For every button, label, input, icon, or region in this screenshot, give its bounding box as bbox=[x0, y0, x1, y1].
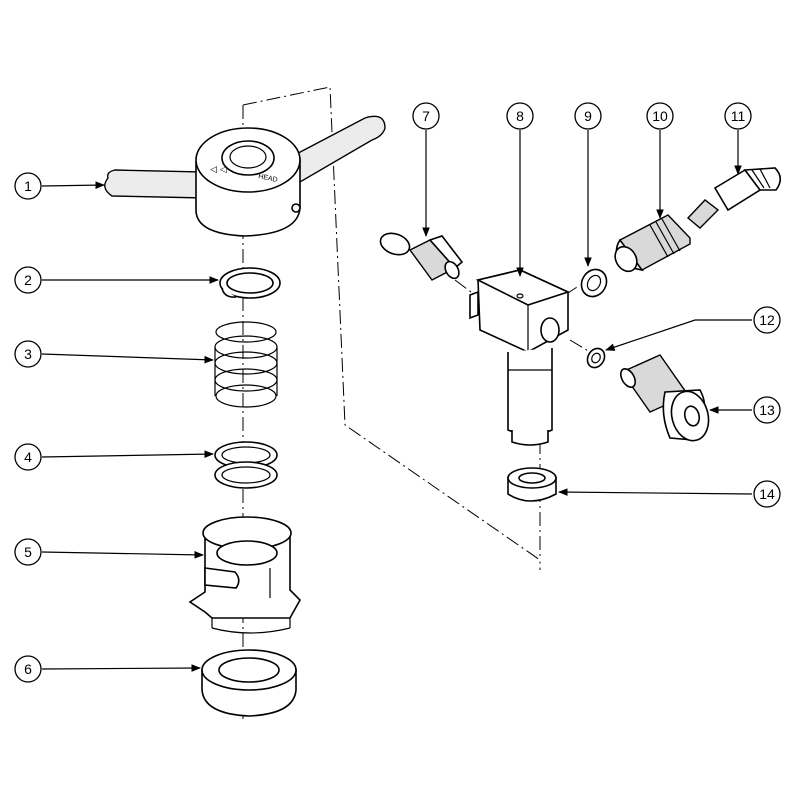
body-block bbox=[469, 269, 571, 446]
callout-11: 11 bbox=[724, 102, 752, 130]
hose-barb bbox=[686, 167, 782, 229]
callout-14: 14 bbox=[753, 480, 781, 508]
callout-5: 5 bbox=[14, 538, 42, 566]
callout-8: 8 bbox=[506, 102, 534, 130]
handle-marking-text: HEAD bbox=[258, 173, 278, 184]
callout-5-label: 5 bbox=[24, 544, 32, 560]
callout-6: 6 bbox=[14, 655, 42, 683]
callout-10-label: 10 bbox=[652, 108, 668, 124]
callout-12: 12 bbox=[753, 306, 781, 334]
coupler-handle: HEAD ◁ ◁ bbox=[104, 115, 386, 237]
callout-1: 1 bbox=[14, 172, 42, 200]
callout-1-label: 1 bbox=[24, 178, 32, 194]
callout-11-label: 11 bbox=[731, 108, 746, 124]
callout-8-label: 8 bbox=[516, 108, 524, 124]
callout-4: 4 bbox=[14, 443, 42, 471]
bottom-washer bbox=[507, 467, 557, 502]
callout-13: 13 bbox=[753, 396, 781, 424]
callout-9-label: 9 bbox=[584, 108, 592, 124]
gas-inlet-fitting bbox=[619, 354, 710, 442]
callout-3: 3 bbox=[14, 340, 42, 368]
callout-7-label: 7 bbox=[422, 108, 430, 124]
check-valve bbox=[379, 232, 464, 281]
callout-6-label: 6 bbox=[24, 661, 32, 677]
callout-9: 9 bbox=[574, 102, 602, 130]
callout-12-label: 12 bbox=[759, 312, 775, 328]
callout-2: 2 bbox=[14, 266, 42, 294]
leader-lines bbox=[41, 130, 753, 672]
arrow-glyph-icon: ◁ ◁ bbox=[210, 165, 227, 175]
o-ring-small bbox=[586, 347, 606, 369]
callout-7: 7 bbox=[412, 102, 440, 130]
bottom-seal bbox=[201, 649, 297, 717]
probe-housing bbox=[188, 516, 301, 634]
threaded-nut bbox=[614, 214, 691, 273]
callout-13-label: 13 bbox=[759, 402, 775, 418]
retaining-ring bbox=[219, 267, 281, 299]
callout-14-label: 14 bbox=[759, 486, 775, 502]
callout-4-label: 4 bbox=[24, 449, 32, 465]
spring bbox=[214, 321, 278, 408]
callout-3-label: 3 bbox=[24, 346, 32, 362]
small-washer bbox=[580, 268, 608, 298]
callout-2-label: 2 bbox=[24, 272, 32, 288]
washer-set bbox=[214, 441, 278, 489]
callout-10: 10 bbox=[646, 102, 674, 130]
